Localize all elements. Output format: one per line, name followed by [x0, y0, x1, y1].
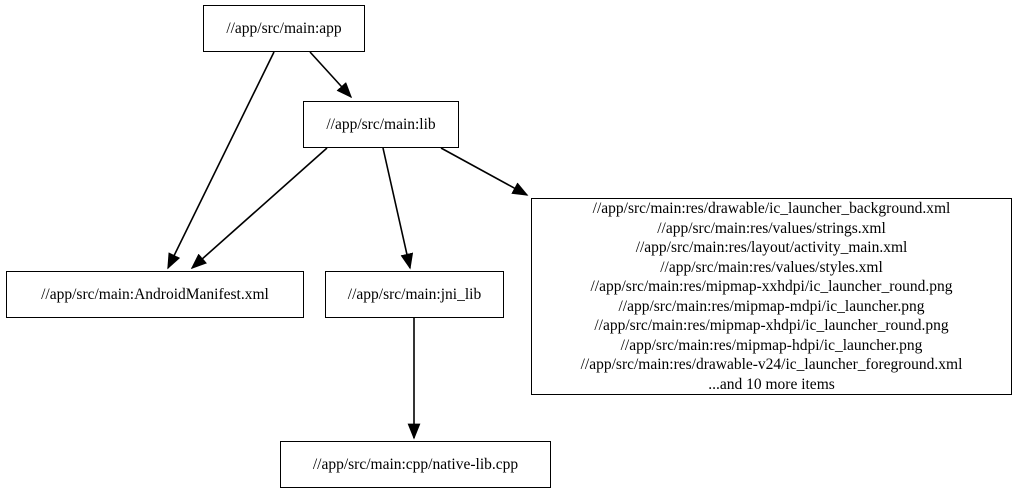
graph-node-label: //app/src/main:app [226, 19, 342, 37]
graph-node-label: //app/src/main:res/drawable/ic_launcher_… [580, 200, 963, 393]
graph-node-jni-lib[interactable]: //app/src/main:jni_lib [325, 271, 504, 318]
graph-node-label: //app/src/main:cpp/native-lib.cpp [312, 455, 519, 473]
graph-edge [167, 51, 275, 270]
graph-edge [309, 51, 353, 99]
graph-node-native-lib-cpp[interactable]: //app/src/main:cpp/native-lib.cpp [280, 441, 551, 488]
graph-node-label: //app/src/main:AndroidManifest.xml [41, 285, 269, 303]
graph-node-resources-list[interactable]: //app/src/main:res/drawable/ic_launcher_… [531, 198, 1012, 395]
graph-node-app[interactable]: //app/src/main:app [203, 5, 365, 52]
graph-node-android-manifest[interactable]: //app/src/main:AndroidManifest.xml [6, 271, 304, 318]
graph-edge [440, 147, 529, 196]
graph-node-label: //app/src/main:lib [326, 115, 436, 133]
graph-edge [382, 147, 414, 270]
graph-node-lib[interactable]: //app/src/main:lib [303, 101, 459, 148]
graph-node-label: //app/src/main:jni_lib [347, 285, 482, 303]
graph-edge [190, 147, 328, 270]
